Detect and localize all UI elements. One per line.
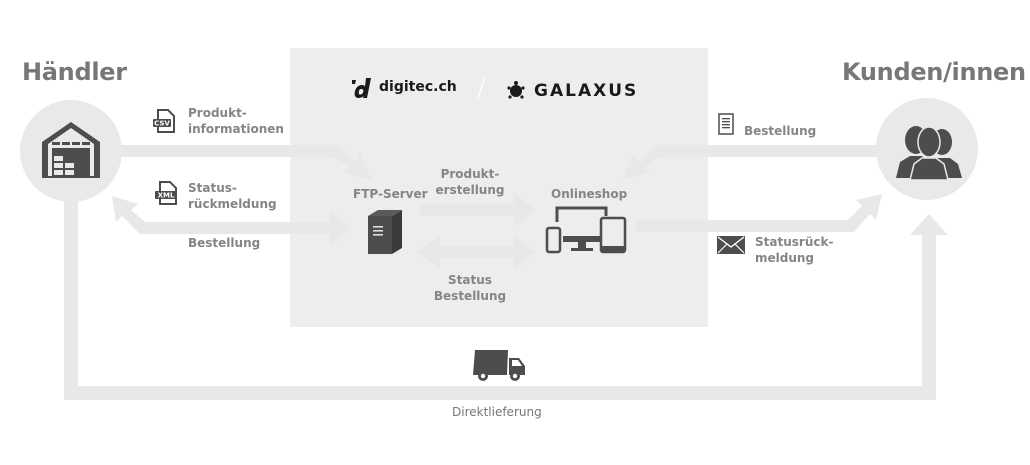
product-creation-label: Produkt- erstellung	[435, 167, 505, 197]
digitec-logo	[352, 78, 374, 102]
envelope-icon	[717, 236, 745, 258]
status-order-label: Status Bestellung	[433, 273, 507, 303]
truck-icon	[471, 348, 527, 386]
status-feedback-label: Status- rückmeldung	[188, 181, 277, 211]
product-info-label: Produkt- informationen	[188, 106, 284, 136]
customer-order-label: Bestellung	[744, 124, 817, 138]
customers-title: Kunden/innen	[842, 58, 1026, 86]
server-icon	[364, 206, 406, 260]
devices-icon	[545, 206, 627, 258]
status-order-arrow	[112, 196, 350, 246]
ftp-server-label: FTP-Server	[353, 187, 428, 201]
customer-status-arrow	[636, 194, 882, 232]
retailer-title: Händler	[22, 58, 127, 86]
digitec-d-icon	[352, 78, 371, 98]
status-return-arrow	[418, 235, 536, 269]
brand-separator: /	[477, 73, 486, 103]
order-to-retailer-label: Bestellung	[188, 236, 261, 250]
svg-text:CSV: CSV	[154, 120, 170, 128]
retailer-circle	[20, 100, 122, 202]
galaxus-logo	[506, 80, 526, 104]
customer-order-arrow	[622, 145, 880, 180]
warehouse-icon	[42, 122, 100, 178]
document-icon	[718, 113, 734, 139]
onlineshop-label: Onlineshop	[551, 187, 628, 201]
svg-text:XML: XML	[158, 192, 175, 200]
product-creation-arrow	[420, 193, 536, 227]
galaxus-turtle-icon	[507, 81, 525, 99]
customers-circle	[876, 98, 978, 200]
xml-file-icon: XML	[154, 180, 180, 210]
product-info-arrow	[120, 145, 372, 180]
customer-status-label: Statusrück- meldung	[755, 235, 834, 265]
csv-file-icon: CSV	[152, 108, 178, 138]
direct-delivery-label: Direktlieferung	[452, 405, 542, 419]
people-icon	[896, 126, 962, 181]
galaxus-brand: GALAXUS	[534, 81, 639, 101]
digitec-brand: digitec.ch	[379, 79, 457, 95]
